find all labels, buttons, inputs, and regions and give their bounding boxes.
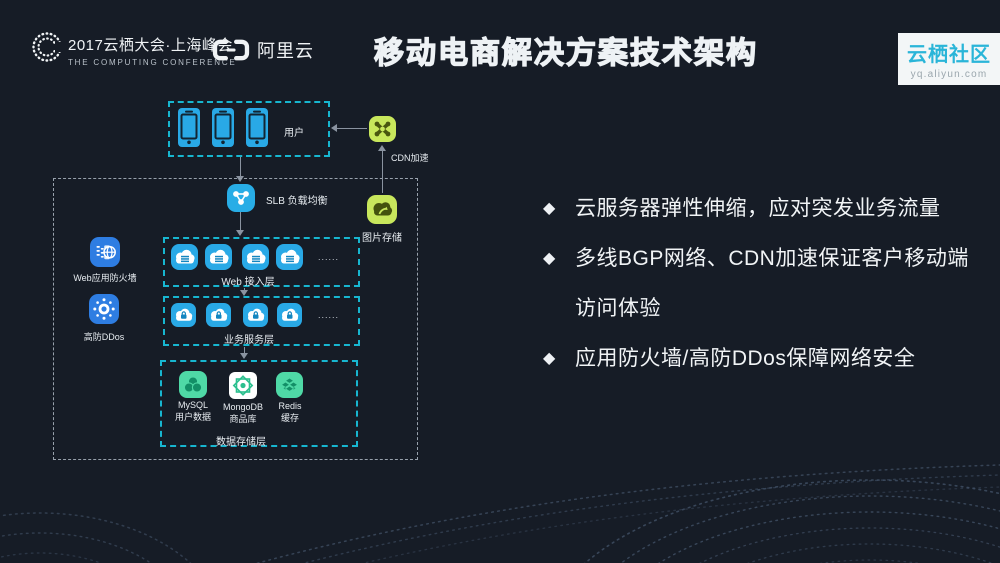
connector-biz-data xyxy=(244,347,245,353)
web-layer-box xyxy=(163,237,360,287)
ddos-label: 高防DDos xyxy=(83,332,125,342)
phone-icon xyxy=(212,108,234,147)
waf-icon xyxy=(90,237,120,267)
particle-wave-decoration xyxy=(0,464,1000,563)
bullet-text: 云服务器弹性伸缩，应对突发业务流量 xyxy=(575,197,941,220)
aliyun-label: 阿里云 xyxy=(257,41,314,61)
connector-slb-web xyxy=(240,212,241,230)
page-title: 移动电商解决方案技术架构 xyxy=(373,36,758,70)
aliyun-logo: 阿里云 xyxy=(212,37,314,63)
arrowhead-down xyxy=(236,230,244,236)
data-layer-box xyxy=(160,360,358,447)
diamond-bullet-icon: ◆ xyxy=(543,200,556,217)
arrowhead-down xyxy=(236,176,244,182)
diamond-bullet-icon: ◆ xyxy=(543,350,556,367)
waf-label: Web应用防火墙 xyxy=(73,273,137,283)
data-layer-label: 数据存储层 xyxy=(216,437,266,448)
bullet-text: 应用防火墙/高防DDos保障网络安全 xyxy=(575,347,916,370)
mongodb-icon xyxy=(229,372,257,399)
mysql-icon xyxy=(179,371,207,398)
biz-layer-box xyxy=(163,296,360,346)
bullet-item: ◆ 应用防火墙/高防DDos保障网络安全 xyxy=(543,334,988,384)
vpc-box xyxy=(53,178,418,460)
connector-storage-cdn xyxy=(382,150,383,193)
feature-bullets: ◆ 云服务器弹性伸缩，应对突发业务流量 ◆ 多线BGP网络、CDN加速保证客户移… xyxy=(543,184,988,384)
community-badge-name: 云栖社区 xyxy=(907,44,991,66)
web-layer-more: ...... xyxy=(318,252,340,262)
cdn-icon xyxy=(369,116,396,142)
image-storage-label: 图片存储 xyxy=(362,233,402,244)
cloud-server-icon xyxy=(242,244,269,270)
phone-icon xyxy=(178,108,200,147)
arrowhead-down xyxy=(240,353,248,359)
conference-subtitle: THE COMPUTING CONFERENCE xyxy=(68,58,237,67)
cloud-server-icon xyxy=(171,244,198,270)
bullet-item: ◆ 多线BGP网络、CDN加速保证客户移动端 访问体验 xyxy=(543,234,988,334)
connector-cdn-users xyxy=(337,128,367,129)
cloud-app-icon xyxy=(243,303,268,327)
biz-layer-more: ...... xyxy=(318,310,340,320)
web-layer-label: Web 接入层 xyxy=(221,277,275,288)
connector-users-slb xyxy=(240,157,241,176)
cloud-server-icon xyxy=(205,244,232,270)
bullet-text: 访问体验 xyxy=(575,297,661,320)
diamond-bullet-icon: ◆ xyxy=(543,250,556,267)
community-badge-url: yq.aliyun.com xyxy=(910,69,988,80)
community-badge: 云栖社区 yq.aliyun.com xyxy=(898,33,1000,85)
cloud-app-icon xyxy=(171,303,196,327)
biz-layer-label: 业务服务层 xyxy=(224,335,274,346)
cloud-server-icon xyxy=(276,244,303,270)
cloud-app-icon xyxy=(277,303,302,327)
redis-icon xyxy=(276,372,303,398)
phone-icon xyxy=(246,108,268,147)
users-label: 用户 xyxy=(284,128,304,139)
users-box xyxy=(168,101,330,157)
cdn-label: CDN加速 xyxy=(391,153,429,163)
cloud-app-icon xyxy=(206,303,231,327)
aliyun-bracket-icon xyxy=(212,39,250,61)
arrowhead-down xyxy=(240,290,248,296)
slb-label: SLB 负载均衡 xyxy=(266,196,328,207)
ddos-icon xyxy=(89,294,119,324)
bullet-item: ◆ 云服务器弹性伸缩，应对突发业务流量 xyxy=(543,184,988,234)
slb-icon xyxy=(227,184,255,212)
arrowhead-left xyxy=(331,124,337,132)
image-storage-icon xyxy=(367,195,397,224)
arrowhead-up xyxy=(378,145,386,151)
connector-web-biz xyxy=(244,288,245,291)
bullet-text: 多线BGP网络、CDN加速保证客户移动端 xyxy=(575,247,969,270)
conference-name: 2017云栖大会·上海峰会 xyxy=(68,37,233,54)
conference-text: 2017云栖大会·上海峰会 THE COMPUTING CONFERENCE xyxy=(68,34,237,67)
conference-logo-icon xyxy=(28,28,66,71)
